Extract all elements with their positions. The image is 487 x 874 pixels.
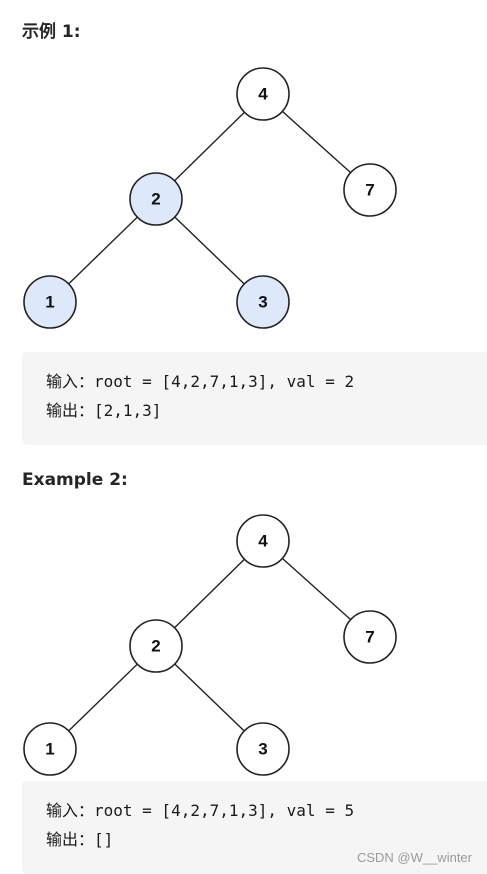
example-1-edge-2-1: [68, 216, 138, 285]
example-2-node-label-2: 2: [151, 636, 160, 655]
example-1-edge-4-7: [281, 110, 352, 174]
example-2-node-1: 1: [23, 722, 77, 776]
example-1-node-3: 3: [236, 275, 290, 329]
example-1-node-label-3: 3: [258, 292, 267, 311]
example-2-tree-diagram: 4 2 7 1 3: [23, 514, 397, 776]
example-1-node-circle-2: [129, 172, 183, 226]
example-1-node-circle-7: [343, 163, 397, 217]
example-2-node-circle-7: [343, 610, 397, 664]
example-1-node-circle-3: [236, 275, 290, 329]
example-1-node-7: 7: [343, 163, 397, 217]
example-2-output-line: 输出：[]: [46, 830, 114, 849]
example-1-node-circle-1: [23, 275, 77, 329]
example-2-node-label-7: 7: [365, 627, 374, 646]
example-2-edge-4-2: [174, 558, 245, 629]
example-1-input-line: 输入：root = [4,2,7,1,3], val = 2: [46, 372, 355, 391]
example-1-node-label-4: 4: [258, 84, 268, 103]
example-1-output-line: 输出：[2,1,3]: [46, 401, 162, 420]
example-1-node-label-2: 2: [151, 189, 160, 208]
example-2-edge-4-7: [281, 557, 352, 621]
example-2-node-circle-2: [129, 619, 183, 673]
example-1-node-label-1: 1: [45, 292, 54, 311]
example-2-input-line: 输入：root = [4,2,7,1,3], val = 5: [46, 801, 355, 820]
example-1-node-2: 2: [129, 172, 183, 226]
example-2-node-circle-4: [236, 514, 290, 568]
example-1-node-circle-4: [236, 67, 290, 121]
example-1-node-4: 4: [236, 67, 290, 121]
example-2-node-2: 2: [129, 619, 183, 673]
example-1-node-1: 1: [23, 275, 77, 329]
example-2-heading: Example 2:: [22, 470, 128, 490]
example-2-edge-2-1: [68, 663, 138, 732]
example-2-node-7: 7: [343, 610, 397, 664]
example-2-code-block: 输入：root = [4,2,7,1,3], val = 5 输出：[]: [22, 781, 487, 874]
example-2-node-circle-1: [23, 722, 77, 776]
example-2-node-label-4: 4: [258, 531, 268, 550]
example-2-edge-2-3: [174, 663, 245, 732]
example-2-node-label-1: 1: [45, 739, 54, 758]
example-2-node-3: 3: [236, 722, 290, 776]
example-1-code-block: 输入：root = [4,2,7,1,3], val = 2 输出：[2,1,3…: [22, 352, 487, 445]
example-1-node-label-7: 7: [365, 180, 374, 199]
example-1-edge-4-2: [174, 111, 245, 182]
example-1-edge-2-3: [174, 216, 245, 285]
example-1-tree-diagram: 4 2 7 1 3: [23, 67, 397, 329]
csdn-watermark: CSDN @W__winter: [356, 850, 472, 865]
example-2-node-4: 4: [236, 514, 290, 568]
example-1-heading: 示例 1:: [22, 22, 81, 42]
example-2-node-circle-3: [236, 722, 290, 776]
example-2-node-label-3: 3: [258, 739, 267, 758]
